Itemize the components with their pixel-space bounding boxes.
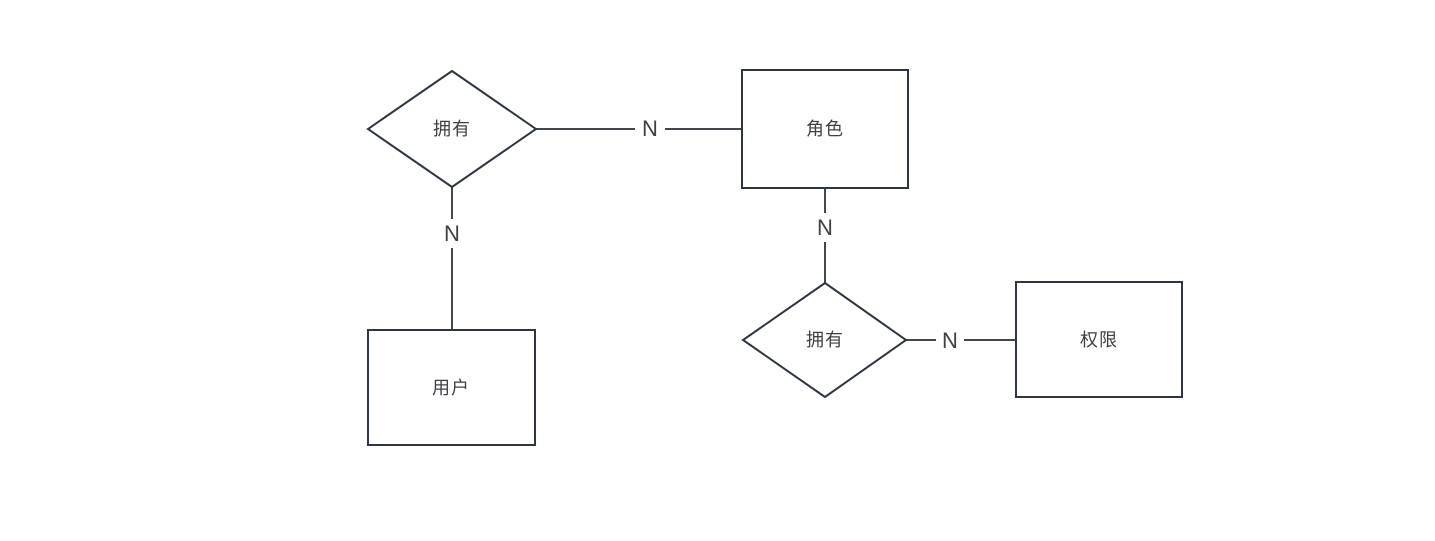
entity-label: 权限 xyxy=(1080,330,1118,350)
entity-label: 用户 xyxy=(432,378,470,398)
entity-permission[interactable]: 权限 xyxy=(1015,281,1183,398)
entity-label: 角色 xyxy=(806,119,844,139)
edge-owns1-to-user[interactable]: N xyxy=(437,187,467,330)
edge-owns2-to-permission[interactable]: N xyxy=(906,326,1016,355)
relationship-diamond-user-owns-role[interactable]: 拥有 xyxy=(366,69,538,189)
diamond-shape[interactable] xyxy=(741,281,908,399)
relationship-label: 拥有 xyxy=(806,330,844,350)
diamond-shape[interactable] xyxy=(366,69,538,189)
entity-user[interactable]: 用户 xyxy=(367,329,536,446)
edge-label-background xyxy=(936,326,964,355)
edge-owns1-to-role[interactable]: N xyxy=(536,114,742,143)
edge-label-background xyxy=(437,219,467,248)
entity-shape[interactable] xyxy=(741,69,909,189)
entity-role[interactable]: 角色 xyxy=(741,69,909,189)
cardinality-label: N xyxy=(642,116,658,141)
cardinality-label: N xyxy=(817,215,833,240)
cardinality-label: N xyxy=(942,328,958,353)
cardinality-label: N xyxy=(444,221,460,246)
relationship-label: 拥有 xyxy=(433,119,471,139)
entity-shape[interactable] xyxy=(1015,281,1183,398)
relationship-diamond-role-owns-permission[interactable]: 拥有 xyxy=(741,281,908,399)
edge-label-background xyxy=(635,114,665,143)
edge-label-background xyxy=(810,213,840,242)
entity-shape[interactable] xyxy=(367,329,536,446)
edge-role-to-owns2[interactable]: N xyxy=(810,188,840,283)
